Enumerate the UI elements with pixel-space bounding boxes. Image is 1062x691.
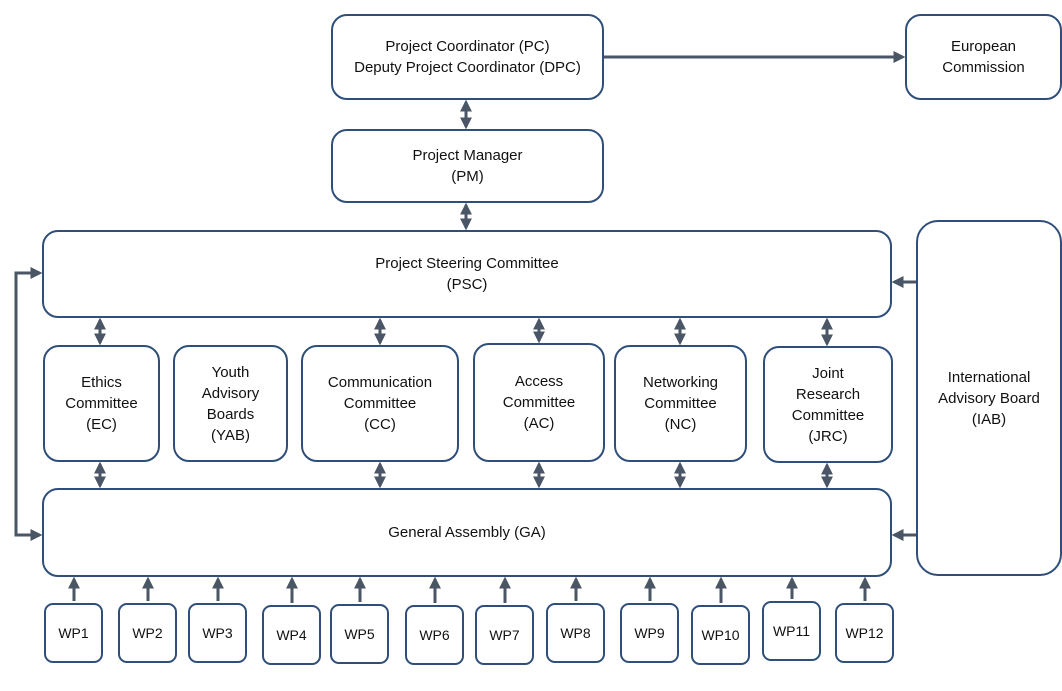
wp-label: WP11 <box>772 622 811 639</box>
networking-committee-box: Networking Committee (NC) <box>614 345 747 462</box>
project-manager-box: Project Manager (PM) <box>331 129 604 203</box>
box-label-line: Deputy Project Coordinator (DPC) <box>354 59 581 76</box>
project-steering-committee-box: Project Steering Committee (PSC) <box>42 230 892 318</box>
box-label-line: Youth <box>211 363 250 381</box>
ethics-committee-box: Ethics Committee (EC) <box>43 345 160 462</box>
box-label-line: Project Manager <box>412 147 523 164</box>
youth-advisory-boards-box: Youth Advisory Boards (YAB) <box>173 345 288 462</box>
wp3-box: WP3 <box>188 603 247 663</box>
wp7-box: WP7 <box>475 605 534 665</box>
box-label-line: (AC) <box>523 415 555 432</box>
box-label-line: Research <box>795 385 861 403</box>
box-label-line: Committee <box>502 394 576 411</box>
box-label-line: (EC) <box>86 416 117 433</box>
box-label-line: Committee <box>343 395 417 412</box>
box-label-line: Access <box>514 373 564 390</box>
box-label-line: Committee <box>65 395 138 412</box>
access-committee-box: Access Committee (AC) <box>473 343 605 462</box>
wp-label: WP7 <box>489 626 520 643</box>
wp2-box: WP2 <box>118 603 177 663</box>
wp9-box: WP9 <box>620 603 679 663</box>
box-label-line: Project Coordinator (PC) <box>385 38 550 55</box>
communication-committee-box: Communication Committee (CC) <box>301 345 459 462</box>
wp-label: WP2 <box>132 624 163 641</box>
box-label-line: Joint <box>812 364 844 382</box>
box-label-line: Committee <box>644 395 717 412</box>
box-label-line: (IAB) <box>971 410 1007 428</box>
box-label-line: Advisory <box>201 384 260 402</box>
wp5-box: WP5 <box>330 604 389 664</box>
box-label-line: Committee <box>791 406 865 424</box>
box-label-line: (JRC) <box>808 427 848 445</box>
box-label-line: Advisory Board <box>938 389 1040 407</box>
box-label-line: Communication <box>327 374 433 391</box>
wp-label: WP6 <box>419 626 450 643</box>
international-advisory-board-box: International Advisory Board (IAB) <box>916 220 1062 576</box>
box-label-line: Boards <box>206 405 255 423</box>
wp8-box: WP8 <box>546 603 605 663</box>
wp-label: WP5 <box>344 625 375 642</box>
wp11-box: WP11 <box>762 601 821 661</box>
wp-label: WP12 <box>845 624 884 641</box>
wp4-box: WP4 <box>262 605 321 665</box>
project-coordinator-box: Project Coordinator (PC) Deputy Project … <box>331 14 604 100</box>
european-commission-box: European Commission <box>905 14 1062 100</box>
wp-label: WP10 <box>701 626 740 643</box>
box-label-line: (YAB) <box>211 426 250 444</box>
wp-label: WP3 <box>202 624 233 641</box>
wp-label: WP4 <box>276 626 307 643</box>
wp-label: WP1 <box>58 624 89 641</box>
wp-label: WP8 <box>560 624 591 641</box>
box-label-line: European <box>950 38 1017 55</box>
box-label-line: (PM) <box>451 168 484 185</box>
box-label-line: General Assembly (GA) <box>388 524 546 541</box>
box-label-line: Ethics <box>81 374 122 391</box>
wp6-box: WP6 <box>405 605 464 665</box>
box-label-line: (PSC) <box>446 276 488 293</box>
box-label-line: Project Steering Committee <box>375 255 559 272</box>
box-label-line: (CC) <box>364 416 396 433</box>
wp12-box: WP12 <box>835 603 894 663</box>
box-label-line: Networking <box>642 374 719 391</box>
wp-label: WP9 <box>634 624 665 641</box>
ga-psc-loop-arrow <box>14 267 43 541</box>
box-label-line: (NC) <box>664 416 697 433</box>
joint-research-committee-box: Joint Research Committee (JRC) <box>763 346 893 463</box>
box-label-line: Commission <box>942 59 1025 76</box>
wp1-box: WP1 <box>44 603 103 663</box>
wp10-box: WP10 <box>691 605 750 665</box>
general-assembly-box: General Assembly (GA) <box>42 488 892 577</box>
box-label-line: International <box>947 368 1031 386</box>
